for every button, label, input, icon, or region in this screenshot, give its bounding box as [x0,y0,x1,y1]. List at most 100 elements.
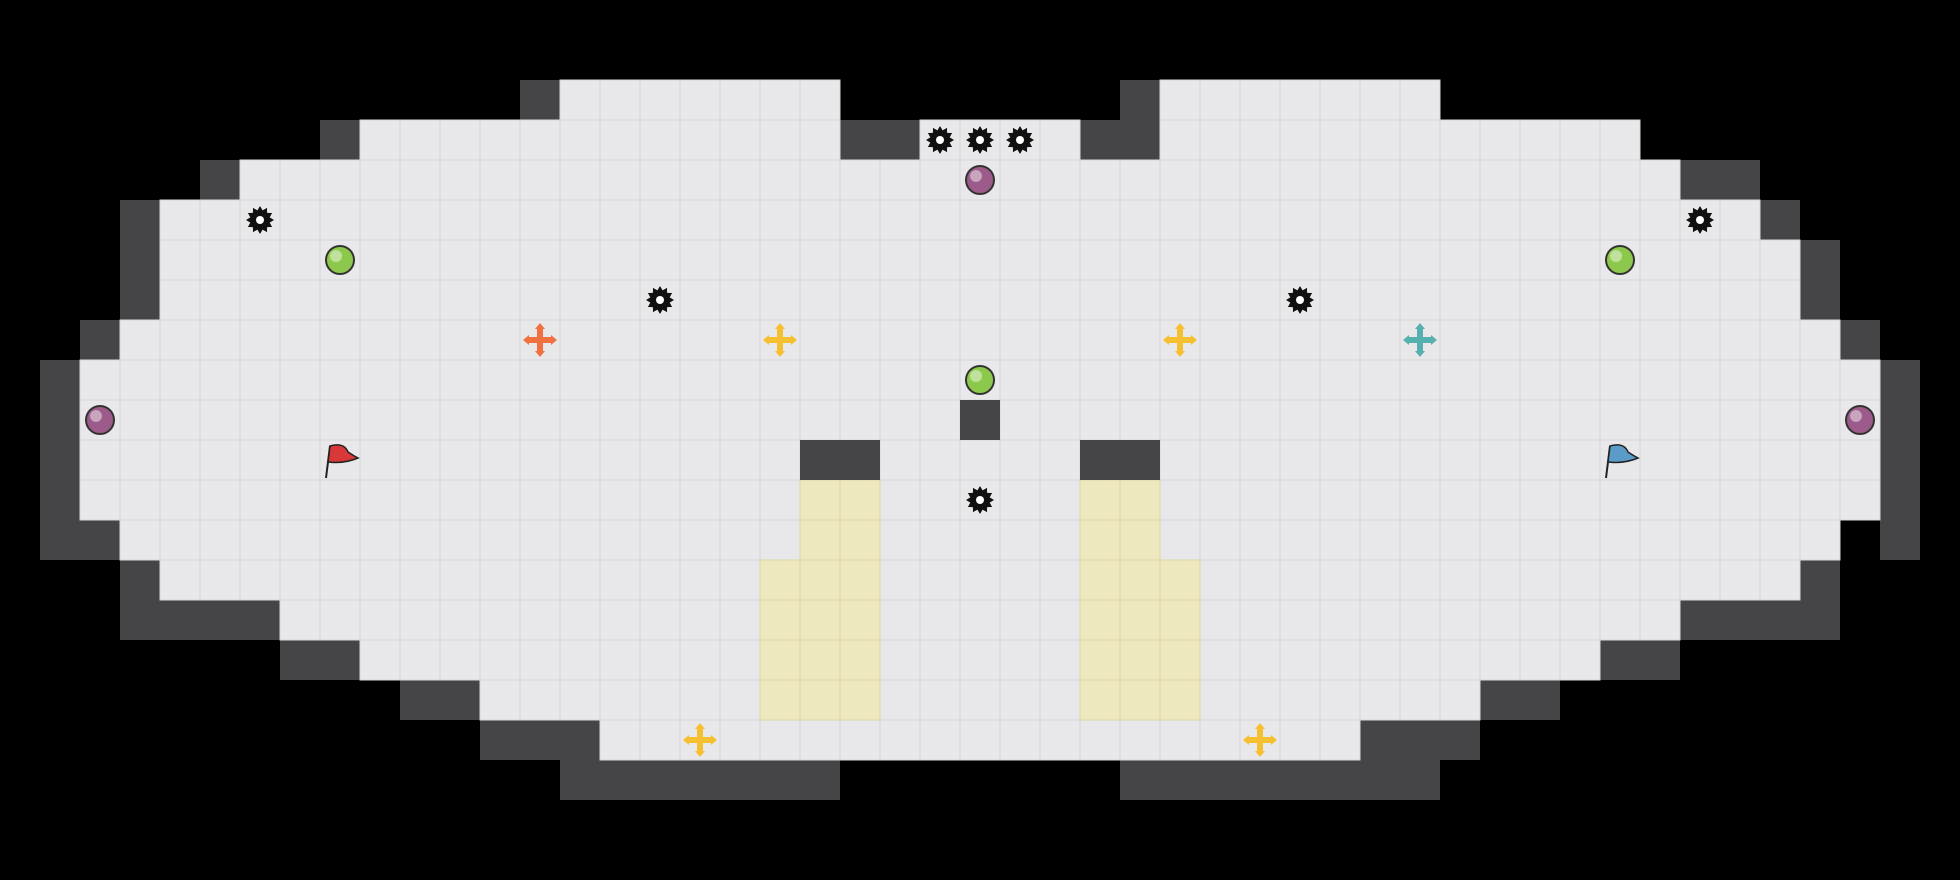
floor-tile [1719,319,1761,361]
spike-icon [966,126,994,154]
floor-tile [1279,319,1321,361]
floor-tile [1239,399,1281,441]
spike-icon [246,206,274,234]
floor-tile [679,399,721,441]
floor-tile [1399,119,1441,161]
floor-tile [1319,239,1361,281]
floor-tile [879,319,921,361]
floor-tile [999,399,1041,441]
floor-tile [1599,119,1641,161]
floor-tile [719,79,761,121]
floor-tile [1039,199,1081,241]
neutral-zone-tile [1079,559,1121,601]
neutral-zone-tile [759,679,801,721]
floor-tile [1439,559,1481,601]
floor-tile [519,159,561,201]
floor-tile [1279,79,1321,121]
floor-tile [279,359,321,401]
neutral-zone-tile [1159,599,1201,641]
floor-tile [1319,679,1361,721]
floor-tile [359,199,401,241]
floor-tile [1199,79,1241,121]
powerup-ball [1845,405,1875,435]
floor-tile [799,319,841,361]
wall-tile [120,600,280,640]
floor-tile [1039,359,1081,401]
floor-tile [1399,399,1441,441]
floor-tile [759,439,801,481]
wall-tile [1800,560,1840,600]
floor-tile [799,399,841,441]
floor-tile [1119,719,1161,761]
floor-tile [879,679,921,721]
floor-tile [399,119,441,161]
floor-tile [399,519,441,561]
floor-tile [1479,119,1521,161]
floor-tile [279,519,321,561]
floor-tile [1319,119,1361,161]
floor-tile [199,279,241,321]
boost-arm-h [687,737,713,743]
floor-tile [1039,479,1081,521]
floor-tile [1079,239,1121,281]
floor-tile [919,199,961,241]
floor-tile [479,399,521,441]
floor-tile [1759,399,1801,441]
floor-tile [1159,399,1201,441]
wall-tile [1800,240,1840,280]
boost-arrowhead [1255,751,1265,757]
floor-tile [119,359,161,401]
floor-tile [1279,359,1321,401]
floor-tile [1239,159,1281,201]
floor-tile [919,239,961,281]
neutral-zone-tile [799,599,841,641]
floor-tile [159,319,201,361]
floor-tile [1319,319,1361,361]
neutral-zone-tile [1119,479,1161,521]
floor-tile [519,239,561,281]
powerup-shine [1610,250,1622,262]
wall-tile [1160,760,1440,800]
floor-tile [879,599,921,641]
floor-tile [1399,159,1441,201]
floor-tile [159,559,201,601]
floor-tile [919,399,961,441]
floor-tile [1639,279,1681,321]
floor-tile [439,439,481,481]
floor-tile [599,319,641,361]
red-flag-icon [325,444,360,479]
boost-arrowhead [1175,323,1185,329]
floor-tile [1479,559,1521,601]
wall-tile [120,560,160,600]
wall-block [800,440,880,480]
floor-tile [759,239,801,281]
floor-tile [1719,519,1761,561]
floor-tile [1719,479,1761,521]
floor-tile [1239,359,1281,401]
floor-tile [879,479,921,521]
floor-tile [319,479,361,521]
spike-icon [1286,286,1314,314]
floor-tile [519,519,561,561]
floor-tile [599,719,641,761]
floor-tile [1159,159,1201,201]
neutral-zone-tile [799,519,841,561]
neutral-zone-tile [1119,679,1161,721]
floor-tile [839,199,881,241]
floor-tile [1439,319,1481,361]
floor-tile [719,399,761,441]
floor-tile [1319,519,1361,561]
floor-tile [599,279,641,321]
floor-tile [399,199,441,241]
floor-tile [1079,319,1121,361]
floor-tile [1719,559,1761,601]
floor-tile [679,159,721,201]
floor-tile [719,439,761,481]
floor-tile [479,359,521,401]
floor-tile [1479,599,1521,641]
floor-tile [519,399,561,441]
floor-tile [679,239,721,281]
floor-tile [999,639,1041,681]
floor-tile [359,159,401,201]
